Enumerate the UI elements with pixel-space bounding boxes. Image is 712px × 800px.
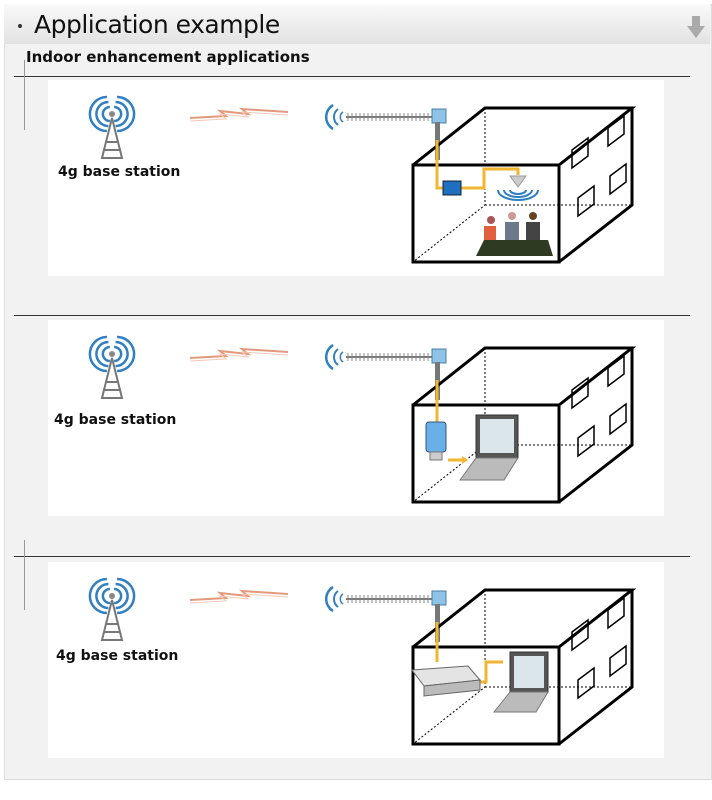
- building-icon: [411, 106, 637, 264]
- laptop-icon: [459, 414, 519, 481]
- divider: [24, 540, 25, 610]
- base-station-label: 4g base station: [58, 164, 181, 180]
- signal-lightning-icon: [189, 347, 289, 362]
- cell-tower-icon: [88, 577, 136, 641]
- section-header[interactable]: Application example: [4, 4, 710, 44]
- meeting-people-icon: [476, 212, 553, 256]
- building-icon: [411, 346, 637, 504]
- router-icon: [411, 665, 481, 697]
- diagram-3: [88, 577, 637, 746]
- signal-lightning-icon: [189, 589, 289, 604]
- application-panel-1: 4g base station: [48, 80, 664, 276]
- signal-lightning-icon: [189, 107, 289, 122]
- divider: [24, 60, 25, 130]
- cell-tower-icon: [88, 95, 136, 159]
- section-subtitle: Indoor enhancement applications: [26, 48, 310, 66]
- cell-tower-icon: [88, 335, 136, 399]
- window-icons: [571, 354, 627, 458]
- usb-modem-icon: [425, 421, 447, 461]
- window-icons: [571, 596, 627, 700]
- cable: [435, 380, 468, 464]
- cable: [435, 140, 520, 190]
- laptop-icon: [492, 651, 549, 713]
- divider: [14, 76, 690, 77]
- window-icons: [571, 114, 627, 218]
- arrow-down-icon[interactable]: [687, 16, 705, 38]
- application-panel-3: 4g base station: [48, 562, 664, 758]
- repeater-icon: [442, 180, 462, 196]
- base-station-label: 4g base station: [54, 412, 177, 428]
- application-panel-2: 4g base station: [48, 320, 664, 516]
- bullet-icon: [18, 24, 22, 28]
- divider: [14, 556, 690, 557]
- ceiling-antenna-icon: [497, 175, 539, 201]
- divider: [14, 315, 690, 316]
- diagram-2: [88, 335, 637, 504]
- page-title: Application example: [34, 10, 280, 39]
- base-station-label: 4g base station: [56, 648, 179, 664]
- diagram-1: [88, 95, 637, 264]
